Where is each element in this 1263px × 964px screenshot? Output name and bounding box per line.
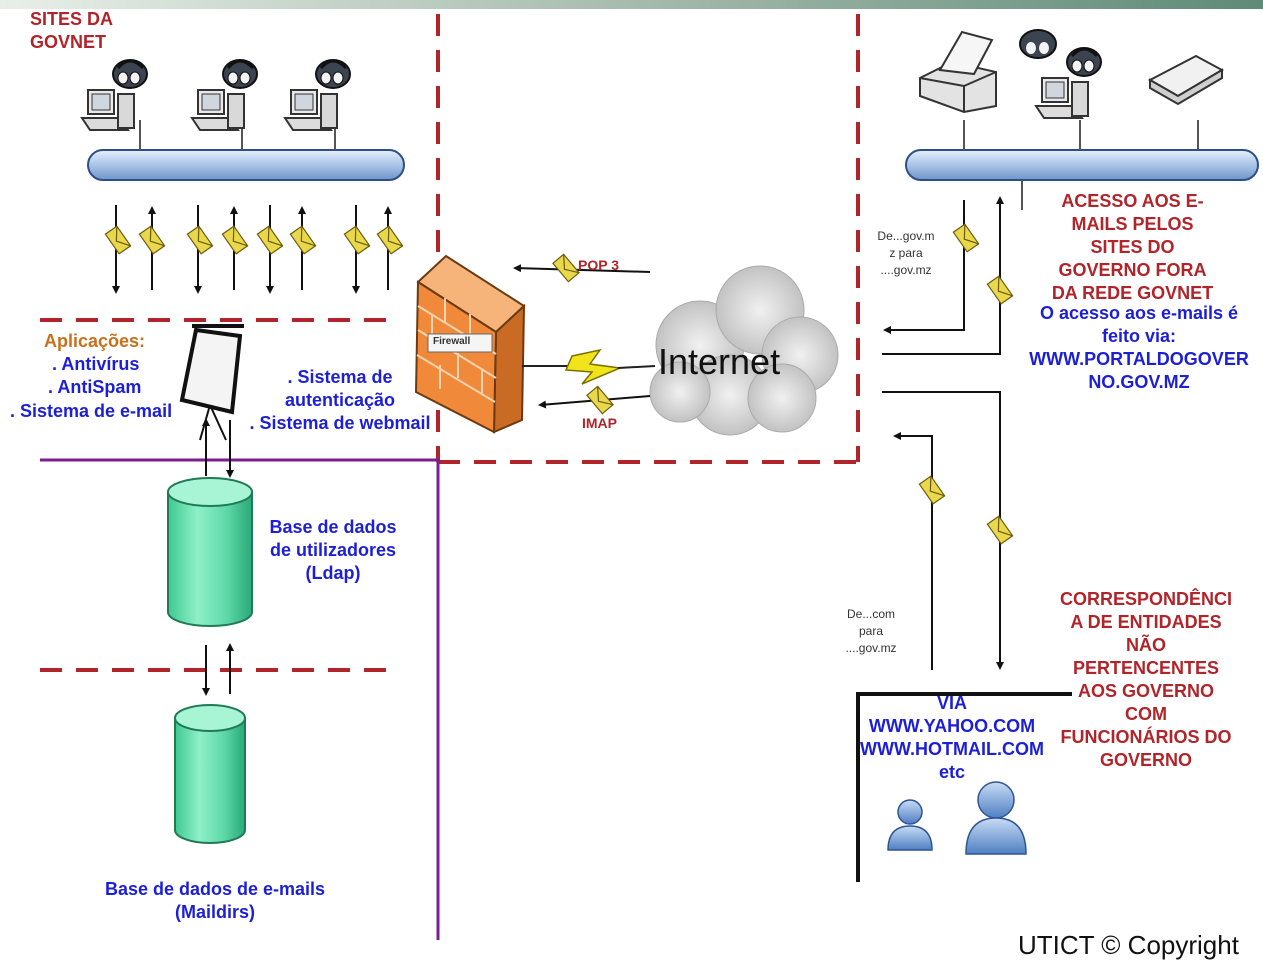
copyright-label: UTICT © Copyright xyxy=(1018,930,1239,960)
internal-network-divider xyxy=(40,458,440,940)
envelope-icon xyxy=(552,253,580,283)
envelope-icon xyxy=(918,475,946,505)
workstation-icon xyxy=(190,58,259,132)
workstation-icon xyxy=(80,58,149,132)
antispam-label: . AntiSpam xyxy=(48,377,142,397)
workstation-icon xyxy=(1034,46,1103,120)
user-icon xyxy=(887,799,933,851)
imap-label: IMAP xyxy=(582,415,617,431)
envelope-icon xyxy=(986,515,1014,545)
db-users-label: Base de dados de utilizadores (Ldap) xyxy=(269,517,397,583)
de-gov-label: De...gov.m z para ....gov.mz xyxy=(877,229,935,277)
workstation-icon xyxy=(283,58,352,132)
via-webmail-label: VIA WWW.YAHOO.COM WWW.HOTMAIL.COM etc xyxy=(860,693,1044,782)
pop3-label: POP 3 xyxy=(578,257,619,273)
sistema-autenticacao-label: . Sistema de autenticação . Sistema de w… xyxy=(249,367,431,433)
scanner-icon xyxy=(1147,54,1225,106)
envelope-icon xyxy=(586,385,614,415)
internet-label: Internet xyxy=(658,341,781,382)
external-users-bracket xyxy=(856,692,1072,882)
user-icon xyxy=(1019,29,1057,59)
cloud-icon xyxy=(649,265,839,436)
envelope-icon xyxy=(986,275,1014,305)
external-sites-bus xyxy=(905,120,1259,210)
database-icon xyxy=(167,477,253,627)
aplicacoes-label: Aplicações: xyxy=(44,331,146,351)
govnet-bus xyxy=(87,120,405,181)
correspondencia-label: CORRESPONDÊNCI A DE ENTIDADES NÃO PERTEN… xyxy=(1059,589,1233,770)
lightning-icon xyxy=(522,348,656,385)
firewall-icon xyxy=(414,254,526,434)
db-mails-label: Base de dados de e-mails (Maildirs) xyxy=(104,879,326,922)
printer-icon xyxy=(919,30,997,114)
acesso-emails-label: ACESSO AOS E- MAILS PELOS SITES DO GOVER… xyxy=(1051,191,1214,303)
sistema-email-label: . Sistema de e-mail xyxy=(10,401,173,421)
firewall-label: Firewall xyxy=(433,336,471,347)
projector-screen-icon xyxy=(179,324,244,441)
user-icon xyxy=(965,781,1027,855)
top-accent-bar xyxy=(0,0,1263,9)
acesso-via-label: O acesso aos e-mails é feito via: WWW.PO… xyxy=(1029,303,1249,392)
de-com-label: De...com para ....gov.mz xyxy=(845,607,897,655)
envelope-icon xyxy=(952,223,980,253)
antivirus-label: . Antivírus xyxy=(52,354,140,374)
envelope-icon xyxy=(104,225,404,255)
database-icon xyxy=(174,704,246,844)
